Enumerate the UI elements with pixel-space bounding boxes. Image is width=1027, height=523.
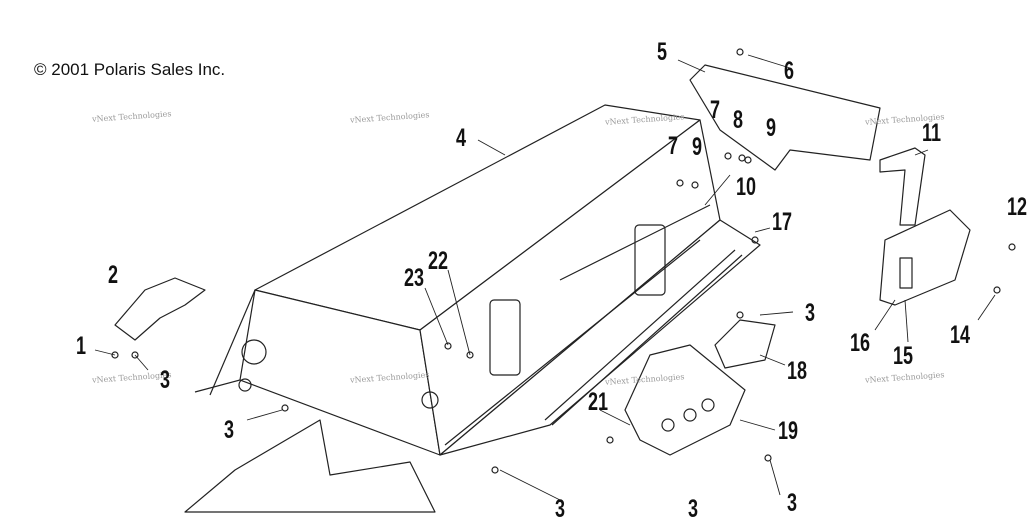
lower-panel [184,419,436,513]
callout-3: 3 [555,495,566,523]
callout-7: 7 [710,96,721,124]
side-plate-part-16 [879,209,971,306]
callout-21: 21 [588,388,609,416]
callout-3: 3 [805,299,816,327]
flap-part-5 [689,64,881,171]
callout-1: 1 [76,332,87,360]
callout-6: 6 [784,57,795,85]
side-rail [544,249,743,426]
callout-5: 5 [657,38,668,66]
callout-15: 15 [893,342,914,370]
callout-3: 3 [224,416,235,444]
block-part-18 [714,319,776,369]
callout-23: 23 [404,264,425,292]
callout-14: 14 [950,321,971,349]
fasteners [111,48,1016,474]
callout-3: 3 [787,489,798,517]
parts-diagram: © 2001 Polaris Sales Inc. vNext Technolo… [34,38,1027,522]
callout-12: 12 [1007,193,1027,221]
callout-17: 17 [772,208,793,236]
callout-22: 22 [428,247,449,275]
callout-16: 16 [850,329,871,357]
handle-part-11 [879,147,926,226]
callout-4: 4 [456,124,467,152]
tunnel-part-4 [194,104,761,456]
guard-part-19 [624,344,746,456]
callout-9: 9 [766,114,777,142]
callout-19: 19 [778,417,799,445]
bracket-part-2 [114,277,206,341]
callout-2: 2 [108,261,119,289]
callout-7: 7 [668,132,679,160]
exploded-view-drawing [94,48,1016,513]
copyright-notice: © 2001 Polaris Sales Inc. [34,60,226,79]
callout-3: 3 [688,495,699,523]
callout-11: 11 [922,119,942,147]
callout-3: 3 [160,366,171,394]
callout-8: 8 [733,106,744,134]
callout-9: 9 [692,133,703,161]
callout-18: 18 [787,357,808,385]
callout-10: 10 [736,173,757,201]
